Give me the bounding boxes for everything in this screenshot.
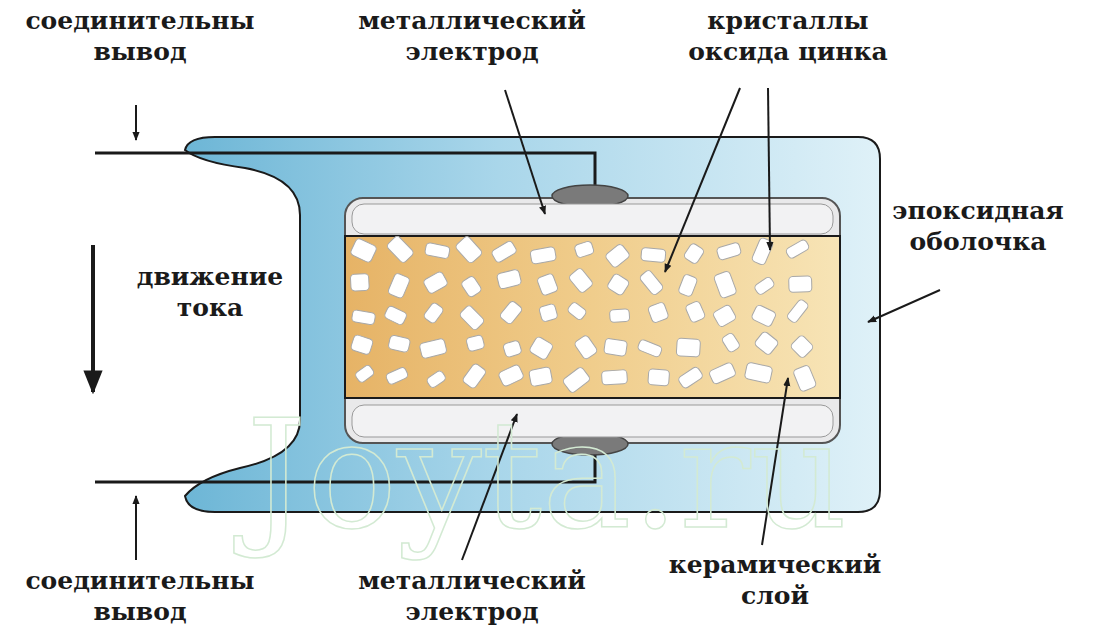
zinc-oxide-crystal [648, 369, 670, 386]
zinc-oxide-crystal [503, 340, 523, 358]
zinc-oxide-crystal [685, 300, 706, 323]
label-text: кристаллы оксида цинка [670, 6, 906, 67]
zinc-oxide-crystal [606, 273, 630, 297]
lead-pointer [135, 496, 137, 560]
zinc-oxide-crystal [609, 309, 629, 323]
zinc-oxide-crystal [716, 242, 742, 261]
zinc-oxide-crystal [529, 336, 554, 361]
zinc-oxide-crystal [462, 363, 487, 390]
zinc-oxide-crystal [386, 235, 415, 264]
label-text: движение тока [124, 262, 296, 323]
zinc-oxide-crystal [562, 366, 591, 394]
leader-line [868, 290, 940, 322]
zinc-oxide-crystal [678, 274, 698, 298]
zinc-oxide-crystal [423, 271, 449, 295]
watermark: Joyta.ru [247, 400, 848, 550]
flow-label: движение тока [124, 262, 296, 323]
leader-line [505, 90, 545, 214]
part-label: эпоксидная оболочка [875, 196, 1081, 257]
zinc-oxide-crystal [676, 338, 700, 357]
zinc-oxide-crystal [789, 276, 812, 292]
zinc-oxide-crystal [713, 270, 737, 299]
zinc-oxide-crystal [536, 273, 558, 296]
zinc-oxide-crystal [574, 334, 599, 360]
label-text: соединительны вывод [9, 6, 271, 67]
zinc-oxide-crystal [354, 364, 375, 384]
leader-line [768, 88, 770, 250]
zinc-oxide-crystal [351, 310, 376, 326]
part-label: металлический электрод [341, 6, 603, 67]
zinc-oxide-crystal [567, 301, 588, 321]
zinc-oxide-crystals [350, 235, 817, 394]
zinc-oxide-crystal [604, 338, 628, 356]
zinc-oxide-crystal [350, 274, 369, 292]
zinc-oxide-crystal [455, 235, 484, 264]
part-label: кристаллы оксида цинка [670, 6, 906, 67]
zinc-oxide-crystal [499, 300, 523, 325]
zinc-oxide-crystal [530, 246, 557, 264]
zinc-oxide-crystal [754, 331, 780, 356]
part-label: керамический слой [659, 550, 891, 611]
zinc-oxide-crystal [529, 367, 553, 387]
label-text: металлический электрод [341, 6, 603, 67]
zinc-oxide-crystal [751, 304, 777, 328]
lead-label: соединительны вывод [9, 566, 271, 627]
zinc-oxide-crystal [426, 370, 447, 389]
zinc-oxide-crystal [387, 272, 410, 299]
zinc-oxide-crystal [491, 240, 518, 264]
zinc-oxide-crystal [683, 242, 705, 265]
current-arrow [91, 245, 95, 392]
zinc-oxide-crystal [641, 247, 666, 262]
zinc-oxide-crystal [708, 362, 736, 385]
zinc-oxide-crystal [647, 302, 669, 324]
zinc-oxide-crystal [785, 239, 810, 260]
label-text: металлический электрод [341, 566, 603, 627]
lead-label: соединительны вывод [9, 6, 271, 67]
zinc-oxide-crystal [539, 303, 559, 322]
zinc-oxide-crystal [677, 366, 704, 390]
zinc-oxide-crystal [423, 302, 445, 325]
zinc-oxide-crystal [498, 364, 525, 387]
zinc-oxide-crystal [601, 370, 627, 386]
zinc-oxide-crystal [388, 335, 411, 353]
zinc-oxide-crystal [786, 298, 809, 324]
zinc-oxide-crystal [712, 304, 737, 328]
zinc-oxide-crystal [384, 305, 408, 326]
zinc-oxide-crystal [637, 339, 663, 358]
label-text: эпоксидная оболочка [875, 196, 1081, 257]
zinc-oxide-crystal [753, 276, 775, 296]
zinc-oxide-crystal [790, 334, 815, 359]
zinc-oxide-crystal [744, 362, 773, 384]
zinc-oxide-crystal [496, 269, 522, 290]
label-text: соединительны вывод [9, 566, 271, 627]
zinc-oxide-crystal [385, 366, 409, 385]
zinc-oxide-crystal [350, 334, 374, 355]
zinc-oxide-crystal [604, 243, 630, 269]
leader-line [665, 88, 740, 272]
lead-wire [95, 153, 595, 186]
zinc-oxide-crystal [459, 304, 486, 331]
zinc-oxide-crystal [721, 332, 741, 353]
zinc-oxide-crystal [466, 334, 485, 351]
watermark-text: Joyta.ru [247, 400, 848, 550]
zinc-oxide-crystal [419, 338, 447, 359]
ceramic-layer [345, 236, 840, 398]
zinc-oxide-crystal [460, 275, 482, 298]
part-label: металлический электрод [341, 566, 603, 627]
lead-pointer [135, 105, 137, 140]
zinc-oxide-crystal [639, 269, 664, 296]
zinc-oxide-crystal [568, 267, 594, 294]
zinc-oxide-crystal [424, 242, 450, 259]
zinc-oxide-crystal [793, 364, 817, 392]
metal-electrode [352, 204, 833, 234]
zinc-oxide-crystal [350, 238, 378, 264]
zinc-oxide-crystal [574, 240, 595, 258]
label-text: керамический слой [659, 550, 891, 611]
